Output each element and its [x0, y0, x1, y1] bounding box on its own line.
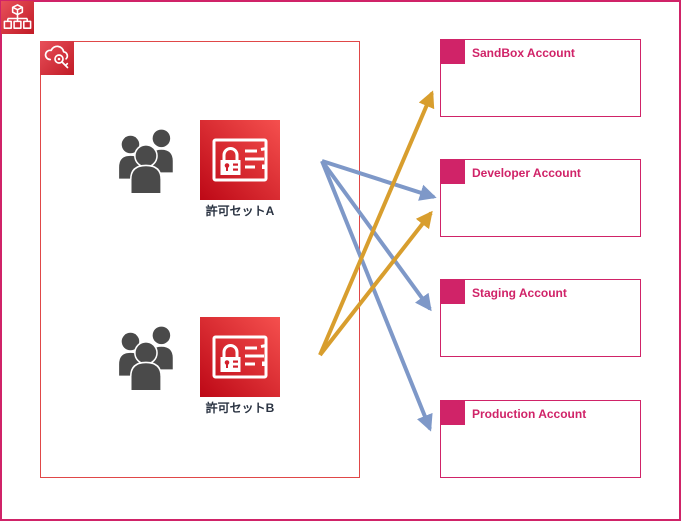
account-label: Staging Account [472, 286, 567, 300]
account-icon [440, 279, 465, 304]
account-box-production: Production Account [440, 400, 641, 478]
account-box-developer: Developer Account [440, 159, 641, 237]
permission-set-icon [200, 317, 280, 397]
users-group-icon [117, 127, 179, 195]
account-box-sandbox: SandBox Account [440, 39, 641, 117]
account-label: Production Account [472, 407, 587, 421]
account-box-staging: Staging Account [440, 279, 641, 357]
users-group-icon [117, 324, 179, 392]
permission-set-b-label: 許可セットB [205, 401, 275, 415]
account-label: SandBox Account [472, 46, 575, 60]
account-icon [440, 159, 465, 184]
permission-set-a-label: 許可セットA [205, 204, 275, 218]
aws-organizations-icon [1, 1, 34, 34]
account-label: Developer Account [472, 166, 581, 180]
account-icon [440, 39, 465, 64]
account-icon [440, 400, 465, 425]
iam-identity-center-icon [40, 41, 74, 75]
permission-set-icon [200, 120, 280, 200]
